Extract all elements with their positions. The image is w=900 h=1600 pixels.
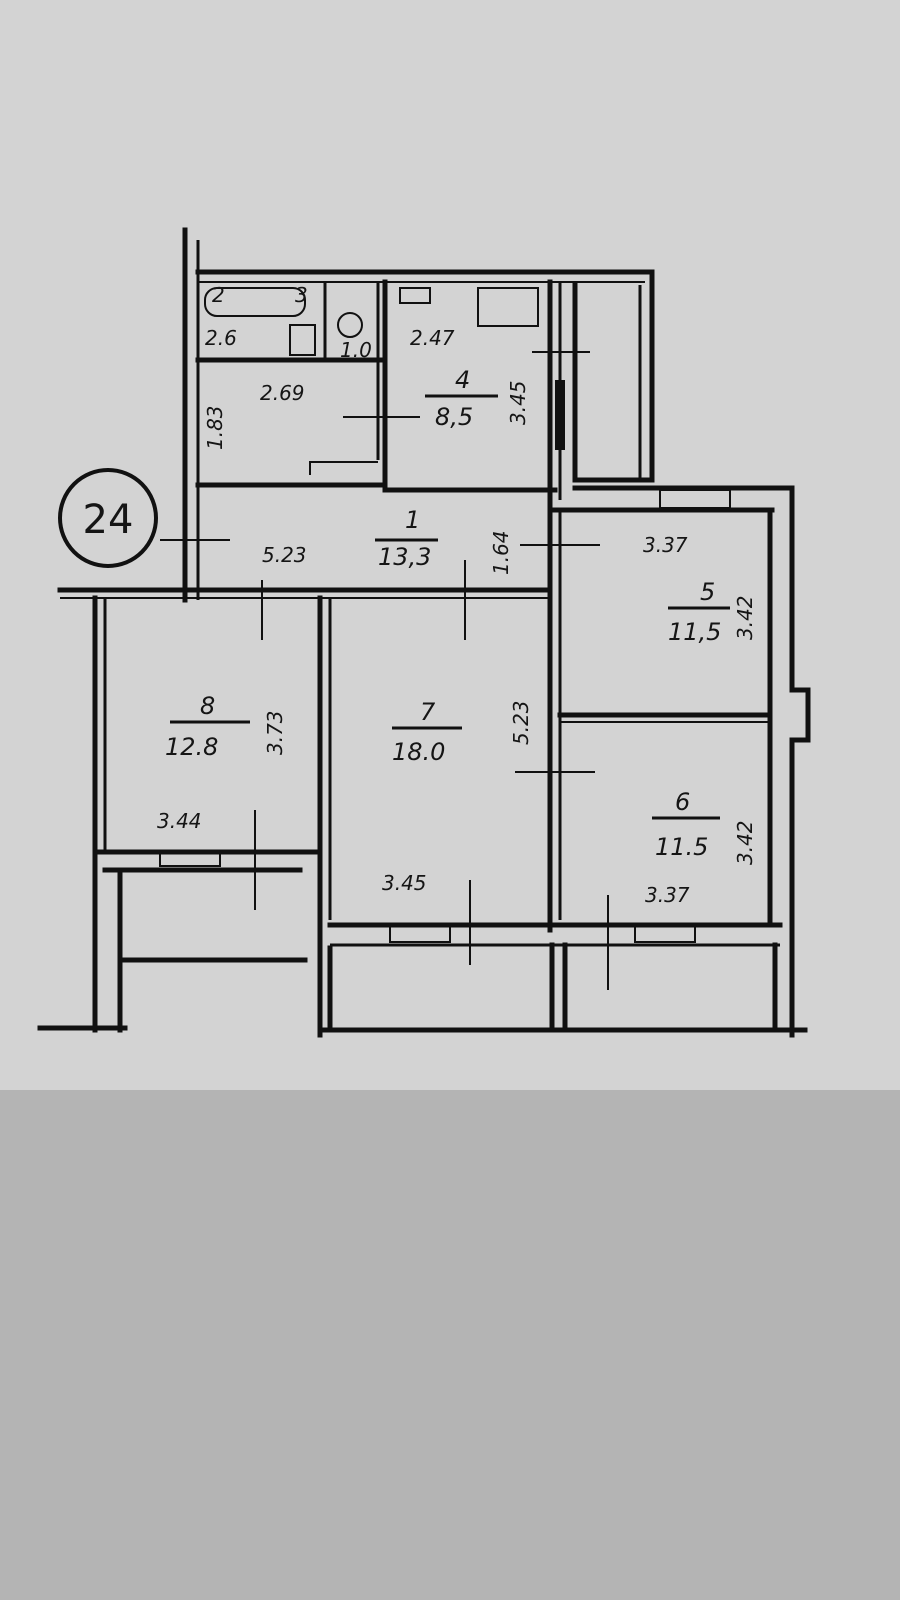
toilet-number: 3: [295, 283, 308, 307]
room-4-area: 8,5: [435, 403, 473, 431]
dim-room8-width: 3.44: [157, 809, 202, 833]
room-5-number: 5: [700, 578, 715, 606]
room-5-area: 11,5: [668, 618, 721, 646]
room-6-area: 11.5: [655, 833, 708, 861]
room-1-number: 1: [405, 506, 420, 534]
dim-hall-width: 1.83: [203, 405, 227, 450]
dim-room5-length: 3.42: [733, 595, 757, 640]
room-8-area: 12.8: [165, 733, 218, 761]
dim-room7-length: 5.23: [509, 700, 533, 745]
room-8-number: 8: [200, 692, 215, 720]
paper-lower: [0, 1090, 900, 1600]
dim-room6-width: 3.37: [645, 883, 690, 907]
dim-wc-width: 1.0: [340, 338, 372, 362]
walls: [37, 227, 811, 1038]
dim-corridor-length: 5.23: [262, 543, 307, 567]
dim-room6-length: 3.42: [733, 820, 757, 865]
bath-number: 2: [212, 283, 225, 307]
dim-room7-width: 3.45: [382, 871, 427, 895]
dim-corridor-width: 1.64: [489, 530, 513, 575]
dim-room8-length: 3.73: [263, 710, 287, 755]
room-7-number: 7: [420, 698, 436, 726]
dim-kitchen-width: 2.47: [410, 326, 455, 350]
dim-kitchen-length: 3.45: [506, 380, 530, 425]
dimensions: 2.6 1.0 2.69 1.83 2.47 3.45 5.23 1.64 5.…: [157, 326, 757, 907]
room-7-area: 18.0: [392, 738, 445, 766]
room-1-area: 13,3: [378, 543, 431, 571]
apartment-number: 24: [83, 497, 134, 543]
dim-hall-length: 2.69: [260, 381, 305, 405]
room-4-number: 4: [455, 366, 470, 394]
room-6-number: 6: [675, 788, 690, 816]
dim-bath-width: 2.6: [205, 326, 237, 350]
dim-room5-width: 3.37: [643, 533, 688, 557]
apartment-number-badge: 24: [58, 468, 158, 568]
